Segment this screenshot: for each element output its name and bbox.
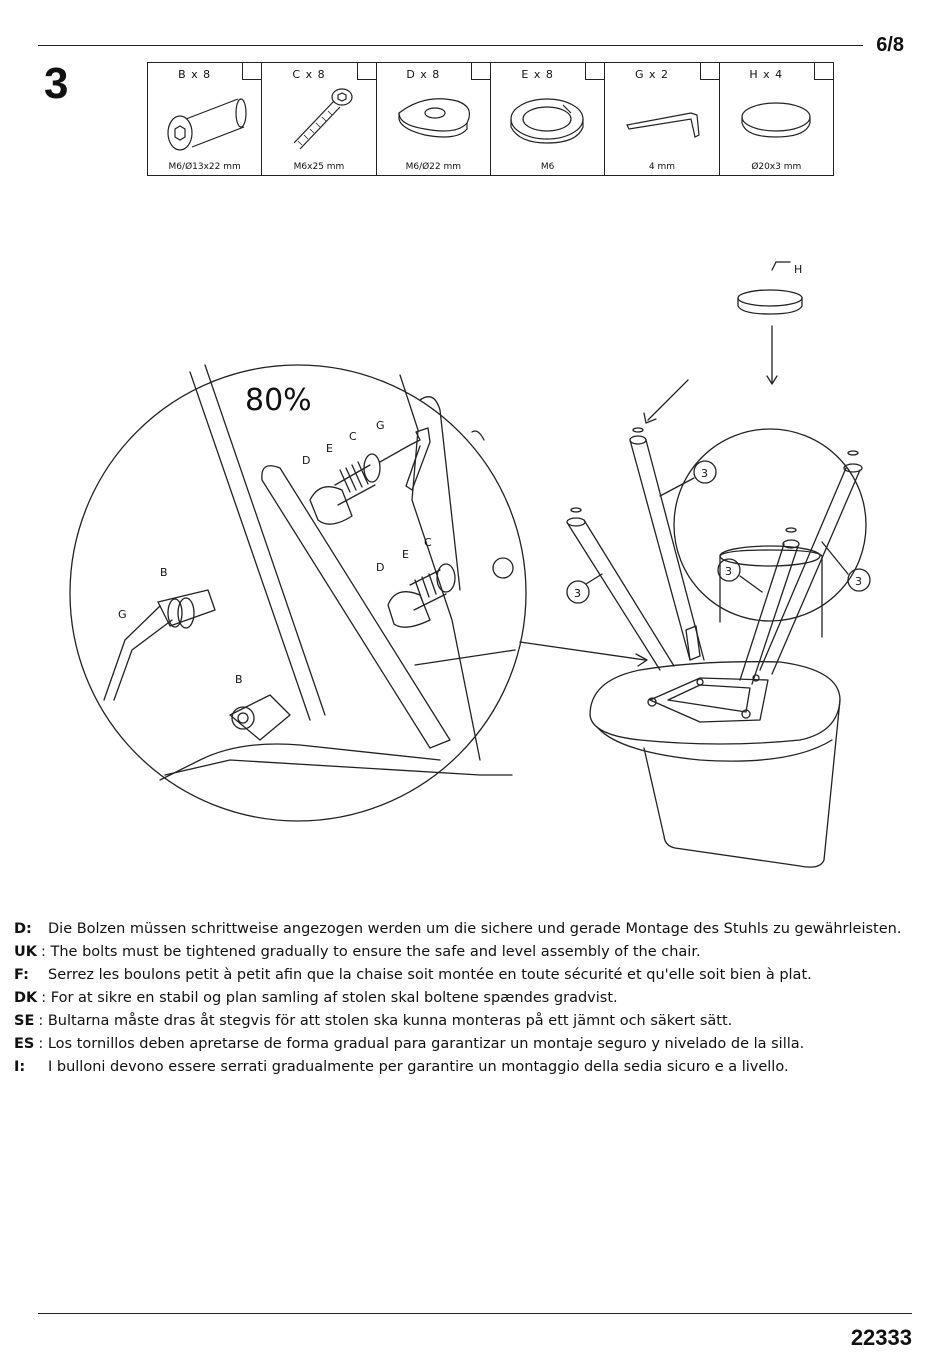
- label-e-upper: E: [326, 442, 333, 455]
- part-quantity: B x 8: [178, 68, 212, 81]
- step-callout-3: 3: [574, 587, 581, 600]
- document-number: 22333: [850, 1325, 912, 1350]
- label-d-upper: D: [302, 454, 310, 467]
- instructions-list: D: Die Bolzen müssen schrittweise angezog…: [14, 918, 939, 1079]
- instruction-es: ES: Los tornillos deben apretarse de for…: [14, 1033, 939, 1056]
- top-rule: [38, 45, 863, 46]
- instruction-dk: DK: For at sikre en stabil og plan samli…: [14, 987, 939, 1010]
- instruction-text: : Los tornillos deben apretarse de forma…: [38, 1036, 805, 1052]
- checkbox[interactable]: [356, 63, 376, 80]
- part-quantity: E x 8: [521, 68, 554, 81]
- part-c: C x 8 M6x25 mm: [262, 63, 377, 175]
- label-d-lower: D: [376, 561, 384, 574]
- part-g: G x 2 4 mm: [605, 63, 720, 175]
- part-quantity: G x 2: [634, 68, 669, 81]
- label-e-lower: E: [402, 548, 409, 561]
- label-b-lower: B: [235, 673, 243, 686]
- curved-washer-icon: [398, 98, 470, 138]
- label-g-upper: G: [376, 419, 385, 432]
- checkbox[interactable]: [470, 63, 490, 80]
- part-e: E x 8 M6: [491, 63, 606, 175]
- step-callout-1: 3: [701, 467, 708, 480]
- bottom-rule: [38, 1313, 912, 1314]
- instruction-de: D: Die Bolzen müssen schrittweise angezog…: [14, 918, 939, 941]
- part-d: D x 8 M6/Ø22 mm: [377, 63, 491, 175]
- part-size: M6: [540, 162, 555, 172]
- language-code: SE: [14, 1013, 35, 1029]
- label-b-upper: B: [160, 566, 168, 579]
- part-h: H x 4 Ø20x3 mm: [720, 63, 833, 175]
- part-b: B x 8 M6/Ø13x22 mm: [148, 63, 263, 175]
- instruction-text: : For at sikre en stabil og plan samling…: [41, 990, 618, 1006]
- instruction-se: SE: Bultarna måste dras åt stegvis för a…: [14, 1010, 939, 1033]
- torque-percentage: 80%: [245, 383, 312, 418]
- instruction-text: : The bolts must be tightened gradually …: [41, 944, 701, 960]
- assembly-illustration: 80% G C E D C E D B G B H 3 3 3 3: [69, 261, 871, 868]
- label-c-lower: C: [424, 536, 432, 549]
- step-callout-4: 3: [855, 575, 862, 588]
- instruction-fr: F: Serrez les boulons petit à petit afin …: [14, 964, 939, 987]
- checkbox[interactable]: [242, 63, 262, 80]
- barrel-nut-icon: [167, 98, 247, 151]
- language-code: UK: [14, 944, 38, 960]
- instruction-text: Die Bolzen müssen schrittweise angezogen…: [48, 921, 902, 937]
- step-callout-2: 3: [725, 565, 732, 578]
- allen-key-icon: [626, 112, 700, 138]
- instruction-uk: UK: The bolts must be tightened graduall…: [14, 941, 939, 964]
- part-size: M6/Ø13x22 mm: [168, 162, 241, 172]
- language-code: F:: [14, 967, 29, 983]
- language-code: I:: [14, 1059, 26, 1075]
- spring-washer-icon: [510, 98, 584, 144]
- instruction-text: : Bultarna måste dras åt stegvis för att…: [38, 1013, 733, 1029]
- checkbox[interactable]: [699, 63, 719, 80]
- part-quantity: C x 8: [292, 68, 326, 81]
- detail-circle: [69, 364, 527, 822]
- step-number: 3: [44, 59, 69, 108]
- label-c-upper: C: [349, 430, 357, 443]
- felt-detail-circle: [673, 428, 867, 622]
- language-code: D:: [14, 921, 32, 937]
- instruction-text: Serrez les boulons petit à petit afin qu…: [48, 967, 812, 983]
- part-size: M6x25 mm: [293, 162, 345, 172]
- checkbox[interactable]: [813, 63, 833, 80]
- part-size: 4 mm: [648, 162, 676, 172]
- part-quantity: H x 4: [749, 68, 784, 81]
- instruction-text: I bulloni devono essere serrati gradualm…: [48, 1059, 789, 1075]
- checkbox[interactable]: [585, 63, 605, 80]
- label-g-left: G: [118, 608, 127, 621]
- part-size: M6/Ø22 mm: [405, 162, 462, 172]
- parts-table: B x 8 M6/Ø13x22 mm C x 8 M6x25 mm D x 8: [147, 62, 834, 176]
- page-number: 6/8: [876, 34, 904, 56]
- language-code: ES: [14, 1036, 35, 1052]
- hex-bolt-icon: [293, 88, 353, 150]
- felt-pad-icon: [741, 102, 811, 138]
- language-code: DK: [14, 990, 38, 1006]
- instruction-it: I: I bulloni devono essere serrati gradua…: [14, 1056, 939, 1079]
- part-size: Ø20x3 mm: [751, 162, 802, 172]
- part-quantity: D x 8: [406, 68, 441, 81]
- label-h: H: [794, 263, 802, 276]
